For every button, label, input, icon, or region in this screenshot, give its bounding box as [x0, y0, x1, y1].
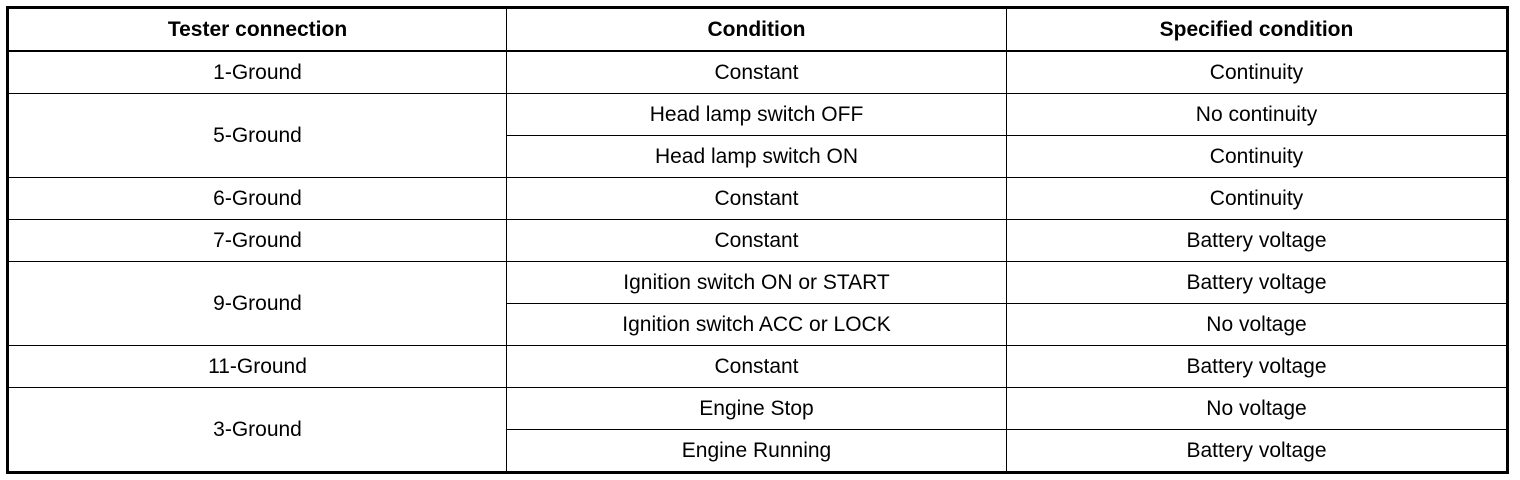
- specified-condition-cell: Battery voltage: [1006, 261, 1508, 304]
- tester-connection-cell: 3-Ground: [7, 387, 507, 473]
- specified-condition-cell: Battery voltage: [1006, 219, 1508, 262]
- condition-cell: Constant: [506, 50, 1007, 94]
- table-row: 9-Ground Ignition switch ON or START Bat…: [7, 261, 1508, 346]
- condition-cell: Constant: [506, 177, 1007, 220]
- specified-condition-cell: Continuity: [1006, 135, 1508, 178]
- tester-connection-cell: 1-Ground: [7, 50, 507, 94]
- tester-connection-cell: 11-Ground: [7, 345, 507, 388]
- condition-cell: Constant: [506, 219, 1007, 262]
- condition-cell: Ignition switch ACC or LOCK: [506, 303, 1007, 346]
- header-condition: Condition: [506, 7, 1007, 52]
- specified-condition-cell: Battery voltage: [1006, 345, 1508, 388]
- condition-cell: Head lamp switch ON: [506, 135, 1007, 178]
- table-row: Engine Running Battery voltage: [8, 429, 1508, 473]
- table-row: 6-Ground Constant Continuity: [7, 177, 1508, 220]
- header-specified-condition: Specified condition: [1006, 7, 1508, 52]
- tester-connection-cell: 5-Ground: [7, 93, 507, 178]
- table-row: Ignition switch ACC or LOCK No voltage: [8, 303, 1508, 346]
- condition-cell: Constant: [506, 345, 1007, 388]
- specified-condition-cell: Continuity: [1006, 50, 1508, 94]
- header-row: Tester connection Condition Specified co…: [7, 7, 1508, 52]
- tester-connection-cell: 6-Ground: [7, 177, 507, 220]
- specified-condition-cell: No continuity: [1006, 93, 1508, 136]
- inspection-table: Tester connection Condition Specified co…: [6, 6, 1509, 474]
- header-tester-connection: Tester connection: [7, 7, 507, 52]
- table-row: Head lamp switch ON Continuity: [8, 135, 1508, 178]
- table-row: 11-Ground Constant Battery voltage: [7, 345, 1508, 388]
- condition-cell: Engine Running: [506, 429, 1007, 473]
- tester-connection-cell: 7-Ground: [7, 219, 507, 262]
- specified-condition-cell: No voltage: [1006, 303, 1508, 346]
- condition-cell: Engine Stop: [506, 387, 1007, 430]
- specified-condition-cell: No voltage: [1006, 387, 1508, 430]
- specified-condition-cell: Continuity: [1006, 177, 1508, 220]
- condition-cell: Head lamp switch OFF: [506, 93, 1007, 136]
- table-row: 5-Ground Head lamp switch OFF No continu…: [7, 93, 1508, 178]
- tester-connection-cell: 9-Ground: [7, 261, 507, 346]
- specified-condition-cell: Battery voltage: [1006, 429, 1508, 473]
- table-row: 7-Ground Constant Battery voltage: [7, 219, 1508, 262]
- table-row: 3-Ground Engine Stop No voltage: [7, 387, 1508, 473]
- table-row: 1-Ground Constant Continuity: [7, 50, 1508, 94]
- condition-cell: Ignition switch ON or START: [506, 261, 1007, 304]
